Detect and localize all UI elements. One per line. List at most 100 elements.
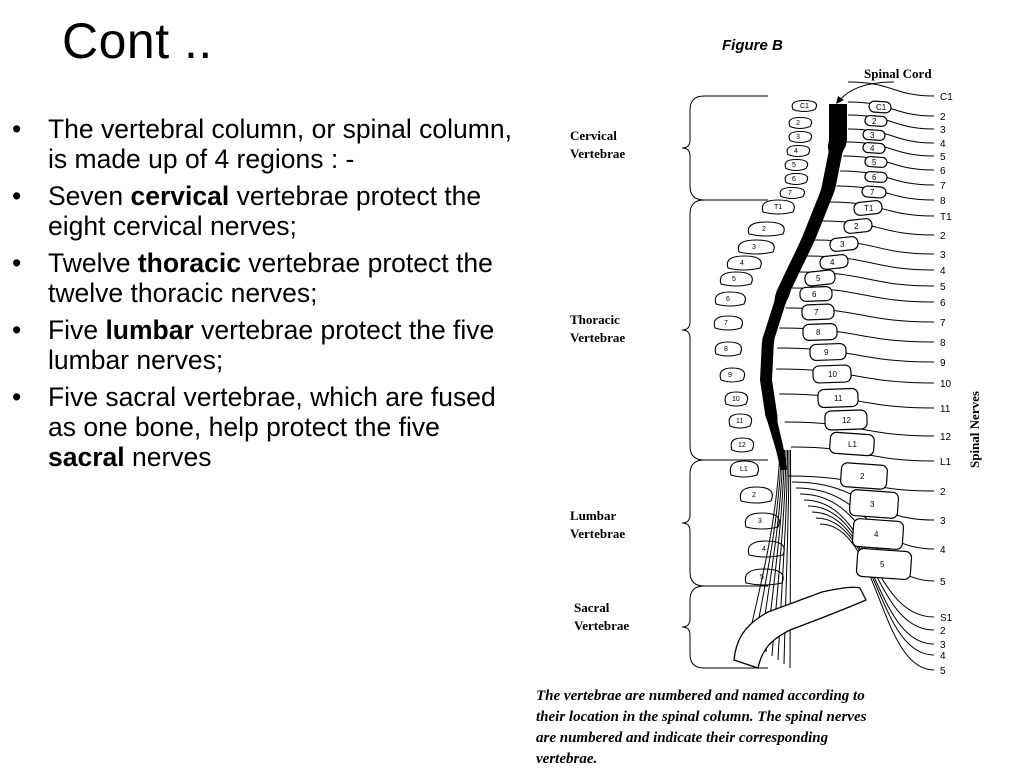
back-vertebra <box>714 291 746 307</box>
vertebral-body-label: 8 <box>816 328 821 337</box>
vertebral-body <box>851 518 905 550</box>
nerve-line <box>822 220 935 236</box>
spinal-nerves-label: Spinal Nerves <box>967 391 982 468</box>
bullet-bold-term: thoracic <box>137 248 241 278</box>
back-vertebra-label: C1 <box>800 103 809 110</box>
vertebral-body-label: 3 <box>840 240 845 249</box>
nerve-number-label: 6 <box>940 166 946 177</box>
nerve-line <box>847 114 935 130</box>
back-vertebra <box>744 512 780 530</box>
nerve-number-label: C1 <box>940 92 953 103</box>
vertebral-body <box>819 254 849 270</box>
figure-title: Figure B <box>722 37 783 54</box>
vertebral-body <box>855 547 913 581</box>
vertebral-body-label: 9 <box>824 348 829 357</box>
back-vertebra <box>728 413 753 429</box>
slide-title: Cont .. <box>62 13 213 69</box>
bullet-item: • Five sacral vertebrae, which are fused… <box>12 382 512 472</box>
back-vertebra <box>788 130 813 144</box>
region-bracket <box>681 199 768 461</box>
bullet-list: • The vertebral column, or spinal column,… <box>12 114 512 479</box>
back-vertebra <box>779 186 806 200</box>
bullet-bold-term: cervical <box>130 181 230 211</box>
back-vertebra <box>719 271 753 287</box>
vertebral-body <box>862 141 886 155</box>
nerve-number-label: 4 <box>940 139 946 150</box>
nerve-line <box>815 517 935 656</box>
vertebral-body <box>862 128 886 142</box>
back-vertebra <box>786 144 811 158</box>
nerve-number-label: 5 <box>940 152 946 163</box>
nerve-line <box>847 81 935 97</box>
back-vertebra-label: 2 <box>762 226 766 233</box>
vertebral-body-label: 7 <box>814 308 819 317</box>
back-vertebra-label: 3 <box>758 518 762 525</box>
nerve-number-label: 12 <box>940 432 952 443</box>
back-vertebra-label: 4 <box>762 546 766 553</box>
caption-line: their location in the spinal column. The… <box>536 709 867 725</box>
bullet-text: Five <box>48 315 106 345</box>
bullet-marker: • <box>12 114 22 144</box>
vertebral-body <box>864 114 888 128</box>
bullet-text: Five sacral vertebrae, which are fused a… <box>48 382 496 442</box>
back-vertebra-label: L1 <box>740 466 748 473</box>
bullet-item: •Five lumbar vertebrae protect the five … <box>12 315 512 375</box>
spinal-cord <box>760 104 847 470</box>
vertebral-body-label: 11 <box>834 394 843 403</box>
vertebral-body-label: 7 <box>870 188 875 197</box>
bullet-text-tail: vertebrae protect the eight cervical ner… <box>48 181 482 241</box>
bullet-text: The vertebral column, or spinal column, … <box>48 114 512 174</box>
vertebral-body-label: 2 <box>860 472 865 481</box>
back-vertebra <box>724 391 749 407</box>
vertebral-body-label: 5 <box>872 158 877 167</box>
back-vertebra-label: 7 <box>724 320 728 327</box>
back-vertebra-label: T1 <box>774 204 782 211</box>
bullet-text: Seven <box>48 181 131 211</box>
back-vertebra-label: 10 <box>732 396 740 403</box>
vertebral-body <box>817 387 859 409</box>
nerve-number-label: 2 <box>940 487 946 498</box>
nerve-line <box>795 487 935 550</box>
nerve-number-label: 3 <box>940 640 946 651</box>
back-vertebra-label: 9 <box>728 372 732 379</box>
nerve-number-label: 2 <box>940 231 946 242</box>
vertebral-body-label: 5 <box>816 274 821 283</box>
vertebral-body <box>799 286 833 302</box>
vertebral-body <box>824 409 868 431</box>
back-vertebra <box>729 460 759 478</box>
bullet-text-tail: vertebrae protect the five lumbar nerves… <box>48 315 495 375</box>
figure-caption: The vertebrae are numbered and named acc… <box>536 686 1006 770</box>
back-vertebra <box>744 568 784 586</box>
vertebral-body-label: 3 <box>870 500 875 509</box>
back-vertebra <box>784 158 809 172</box>
nerve-number-label: 8 <box>940 196 946 207</box>
region-bracket <box>681 585 768 669</box>
bullet-marker: • <box>12 181 22 211</box>
nerve-number-label: 8 <box>940 338 946 349</box>
vertebral-body <box>843 218 873 234</box>
region-brackets <box>681 95 768 669</box>
back-vertebra <box>730 437 755 453</box>
back-vertebra <box>714 341 743 357</box>
nerve-number-label: 3 <box>940 125 946 136</box>
back-vertebra <box>719 367 746 383</box>
bullet-marker: • <box>12 315 22 345</box>
vertebral-body-label: 6 <box>872 173 877 182</box>
nerve-number-label: 10 <box>940 379 952 390</box>
back-vertebra-label: 11 <box>736 418 743 425</box>
nerve-number-label: 2 <box>940 626 946 637</box>
vertebral-body <box>829 431 875 457</box>
bullet-item: • Twelve thoracic vertebrae protect the … <box>12 248 512 308</box>
back-vertebra-label: 3 <box>752 244 756 251</box>
nerve-number-label: 9 <box>940 358 946 369</box>
vertebral-body <box>868 100 892 114</box>
vertebral-body <box>853 200 883 216</box>
back-vertebra <box>726 255 762 271</box>
nerve-number-label: 5 <box>940 282 946 293</box>
vertebral-body <box>804 269 836 287</box>
vertebral-body-label: T1 <box>864 204 874 213</box>
vertebral-body-label: 10 <box>828 370 837 379</box>
back-vertebra-label: 7 <box>788 190 792 197</box>
